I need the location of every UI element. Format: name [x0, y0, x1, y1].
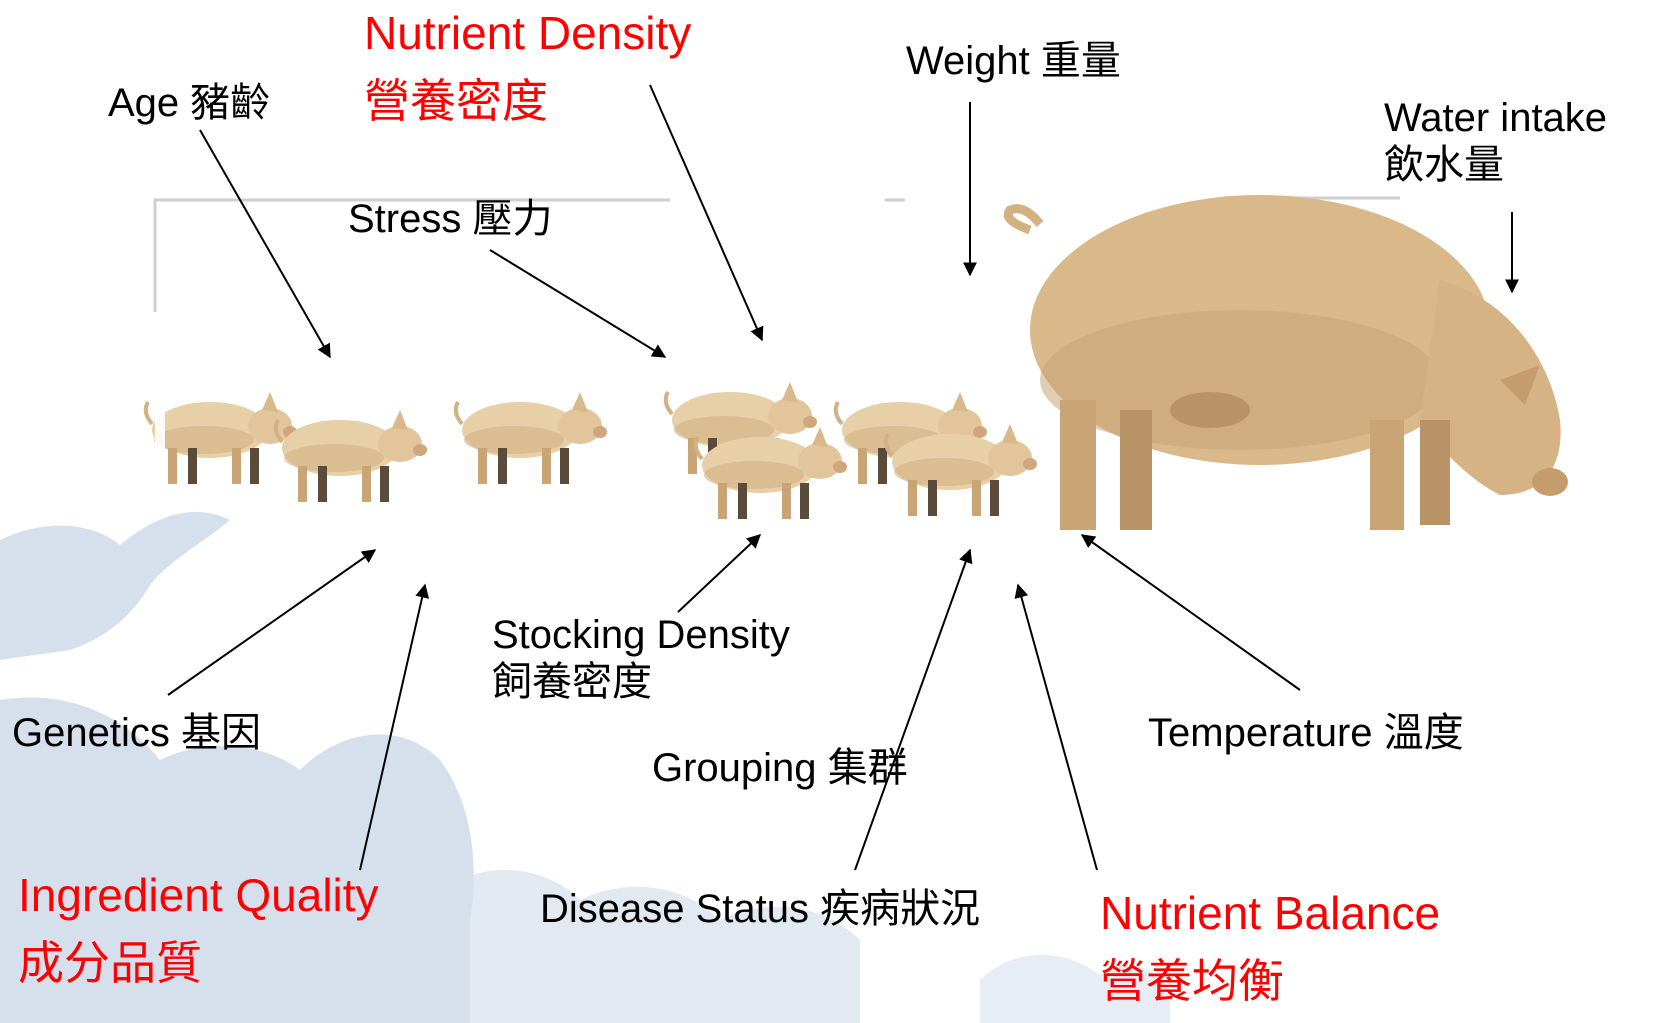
adult-pig-image	[1008, 195, 1568, 530]
label-grouping-en: Grouping	[652, 746, 817, 790]
label-age: Age 豬齡	[108, 80, 270, 127]
label-ingredient-quality-zh: 成分品質	[18, 936, 379, 990]
arrow-stress	[490, 250, 665, 357]
arrow-genetics	[168, 550, 375, 695]
label-nutrient-balance-en: Nutrient Balance	[1100, 887, 1440, 939]
label-weight-en: Weight	[906, 39, 1030, 83]
label-stocking-density-en: Stocking Density	[492, 612, 790, 659]
label-temperature: Temperature 溫度	[1148, 710, 1464, 757]
label-temperature-en: Temperature	[1148, 711, 1373, 755]
label-weight: Weight 重量	[906, 38, 1121, 85]
arrow-nutrient-balance	[1018, 585, 1097, 870]
label-disease-status-zh: 疾病狀況	[820, 887, 980, 931]
label-nutrient-balance: Nutrient Balance 營養均衡	[1100, 886, 1440, 1009]
label-temperature-zh: 溫度	[1384, 711, 1464, 755]
label-genetics: Genetics 基因	[12, 710, 261, 757]
label-nutrient-density-zh: 營養密度	[364, 74, 691, 128]
label-nutrient-density: Nutrient Density 營養密度	[364, 6, 691, 129]
label-stress-en: Stress	[348, 197, 461, 241]
label-grouping-zh: 集群	[828, 746, 908, 790]
arrow-age	[200, 130, 330, 357]
label-stress-zh: 壓力	[472, 197, 552, 241]
label-disease-status: Disease Status 疾病狀況	[540, 886, 980, 933]
label-weight-zh: 重量	[1041, 39, 1121, 83]
label-disease-status-en: Disease Status	[540, 887, 809, 931]
label-stocking-density-zh: 飼養密度	[492, 659, 790, 706]
arrow-stocking-density	[678, 535, 760, 612]
label-ingredient-quality-en: Ingredient Quality	[18, 869, 379, 921]
piglet-herd-image	[146, 382, 1037, 519]
label-water-intake-zh: 飲水量	[1384, 142, 1607, 189]
label-nutrient-balance-zh: 營養均衡	[1100, 954, 1440, 1008]
label-stress: Stress 壓力	[348, 196, 552, 243]
label-genetics-en: Genetics	[12, 711, 170, 755]
label-grouping: Grouping 集群	[652, 745, 908, 792]
label-ingredient-quality: Ingredient Quality 成分品質	[18, 868, 379, 991]
arrow-disease-status	[855, 550, 970, 870]
label-stocking-density: Stocking Density 飼養密度	[492, 612, 790, 706]
label-genetics-zh: 基因	[181, 711, 261, 755]
arrow-temperature	[1082, 535, 1300, 690]
label-nutrient-density-en: Nutrient Density	[364, 7, 691, 59]
label-water-intake-en: Water intake	[1384, 95, 1607, 142]
label-age-en: Age	[108, 81, 179, 125]
label-age-zh: 豬齡	[190, 81, 270, 125]
label-water-intake: Water intake 飲水量	[1384, 95, 1607, 189]
